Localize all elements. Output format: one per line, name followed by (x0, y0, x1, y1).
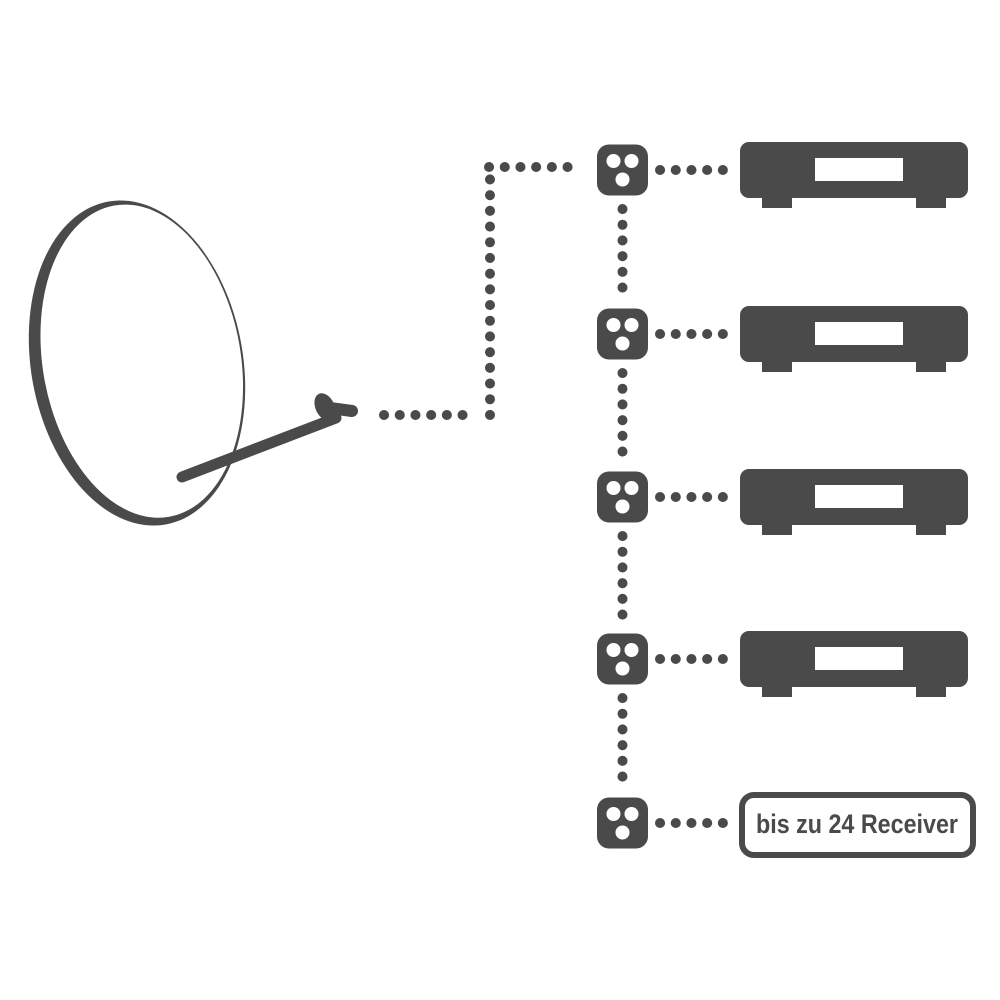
splitter-port-2 (624, 154, 639, 168)
multiswitch-splitter-icon (597, 633, 648, 685)
splitter-port-1 (606, 154, 621, 168)
splitter-port-2 (624, 807, 639, 821)
receiver-foot-left (762, 523, 792, 535)
splitter-port-3 (615, 172, 630, 187)
splitter-body (597, 308, 648, 360)
satellite-receiver-icon (740, 469, 968, 535)
label-box: bis zu 24 Receiver (739, 792, 976, 858)
splitter-body (597, 144, 648, 196)
splitter-port-1 (606, 481, 621, 495)
receiver-foot-left (762, 360, 792, 372)
label-box-text: bis zu 24 Receiver (756, 809, 958, 839)
splitter-port-3 (615, 499, 630, 514)
feed-cable-dotted-line (379, 162, 585, 420)
splitter-port-2 (624, 481, 639, 495)
splitter-port-3 (615, 825, 630, 840)
receiver-display (815, 485, 903, 508)
splitter-port-3 (615, 336, 630, 351)
splitter-body (597, 471, 648, 523)
satellite-receiver-icon (740, 306, 968, 372)
distribution-rows (597, 142, 968, 849)
splitter-body (597, 797, 648, 849)
receiver-foot-right (916, 360, 946, 372)
receiver-display (815, 158, 903, 181)
satellite-receiver-icon (740, 142, 968, 208)
splitter-port-2 (624, 643, 639, 657)
receiver-foot-right (916, 685, 946, 697)
splitter-port-1 (606, 643, 621, 657)
splitter-body (597, 633, 648, 685)
label-box-frame (739, 792, 976, 858)
splitter-port-1 (606, 807, 621, 821)
splitter-port-3 (615, 661, 630, 676)
multiswitch-splitter-icon (597, 308, 648, 360)
receiver-foot-right (916, 523, 946, 535)
multiswitch-splitter-icon (597, 797, 648, 849)
dish-face (40, 204, 244, 518)
satellite-dish-icon (28, 200, 358, 526)
multiswitch-splitter-icon (597, 471, 648, 523)
receiver-display (815, 322, 903, 345)
receiver-foot-left (762, 685, 792, 697)
splitter-port-1 (606, 318, 621, 332)
lnb-arm (176, 412, 342, 483)
multiswitch-splitter-icon (597, 144, 648, 196)
receiver-foot-left (762, 196, 792, 208)
splitter-port-2 (624, 318, 639, 332)
lnb-feed (324, 402, 358, 417)
receiver-display (815, 647, 903, 670)
satellite-receiver-icon (740, 631, 968, 697)
receiver-foot-right (916, 196, 946, 208)
